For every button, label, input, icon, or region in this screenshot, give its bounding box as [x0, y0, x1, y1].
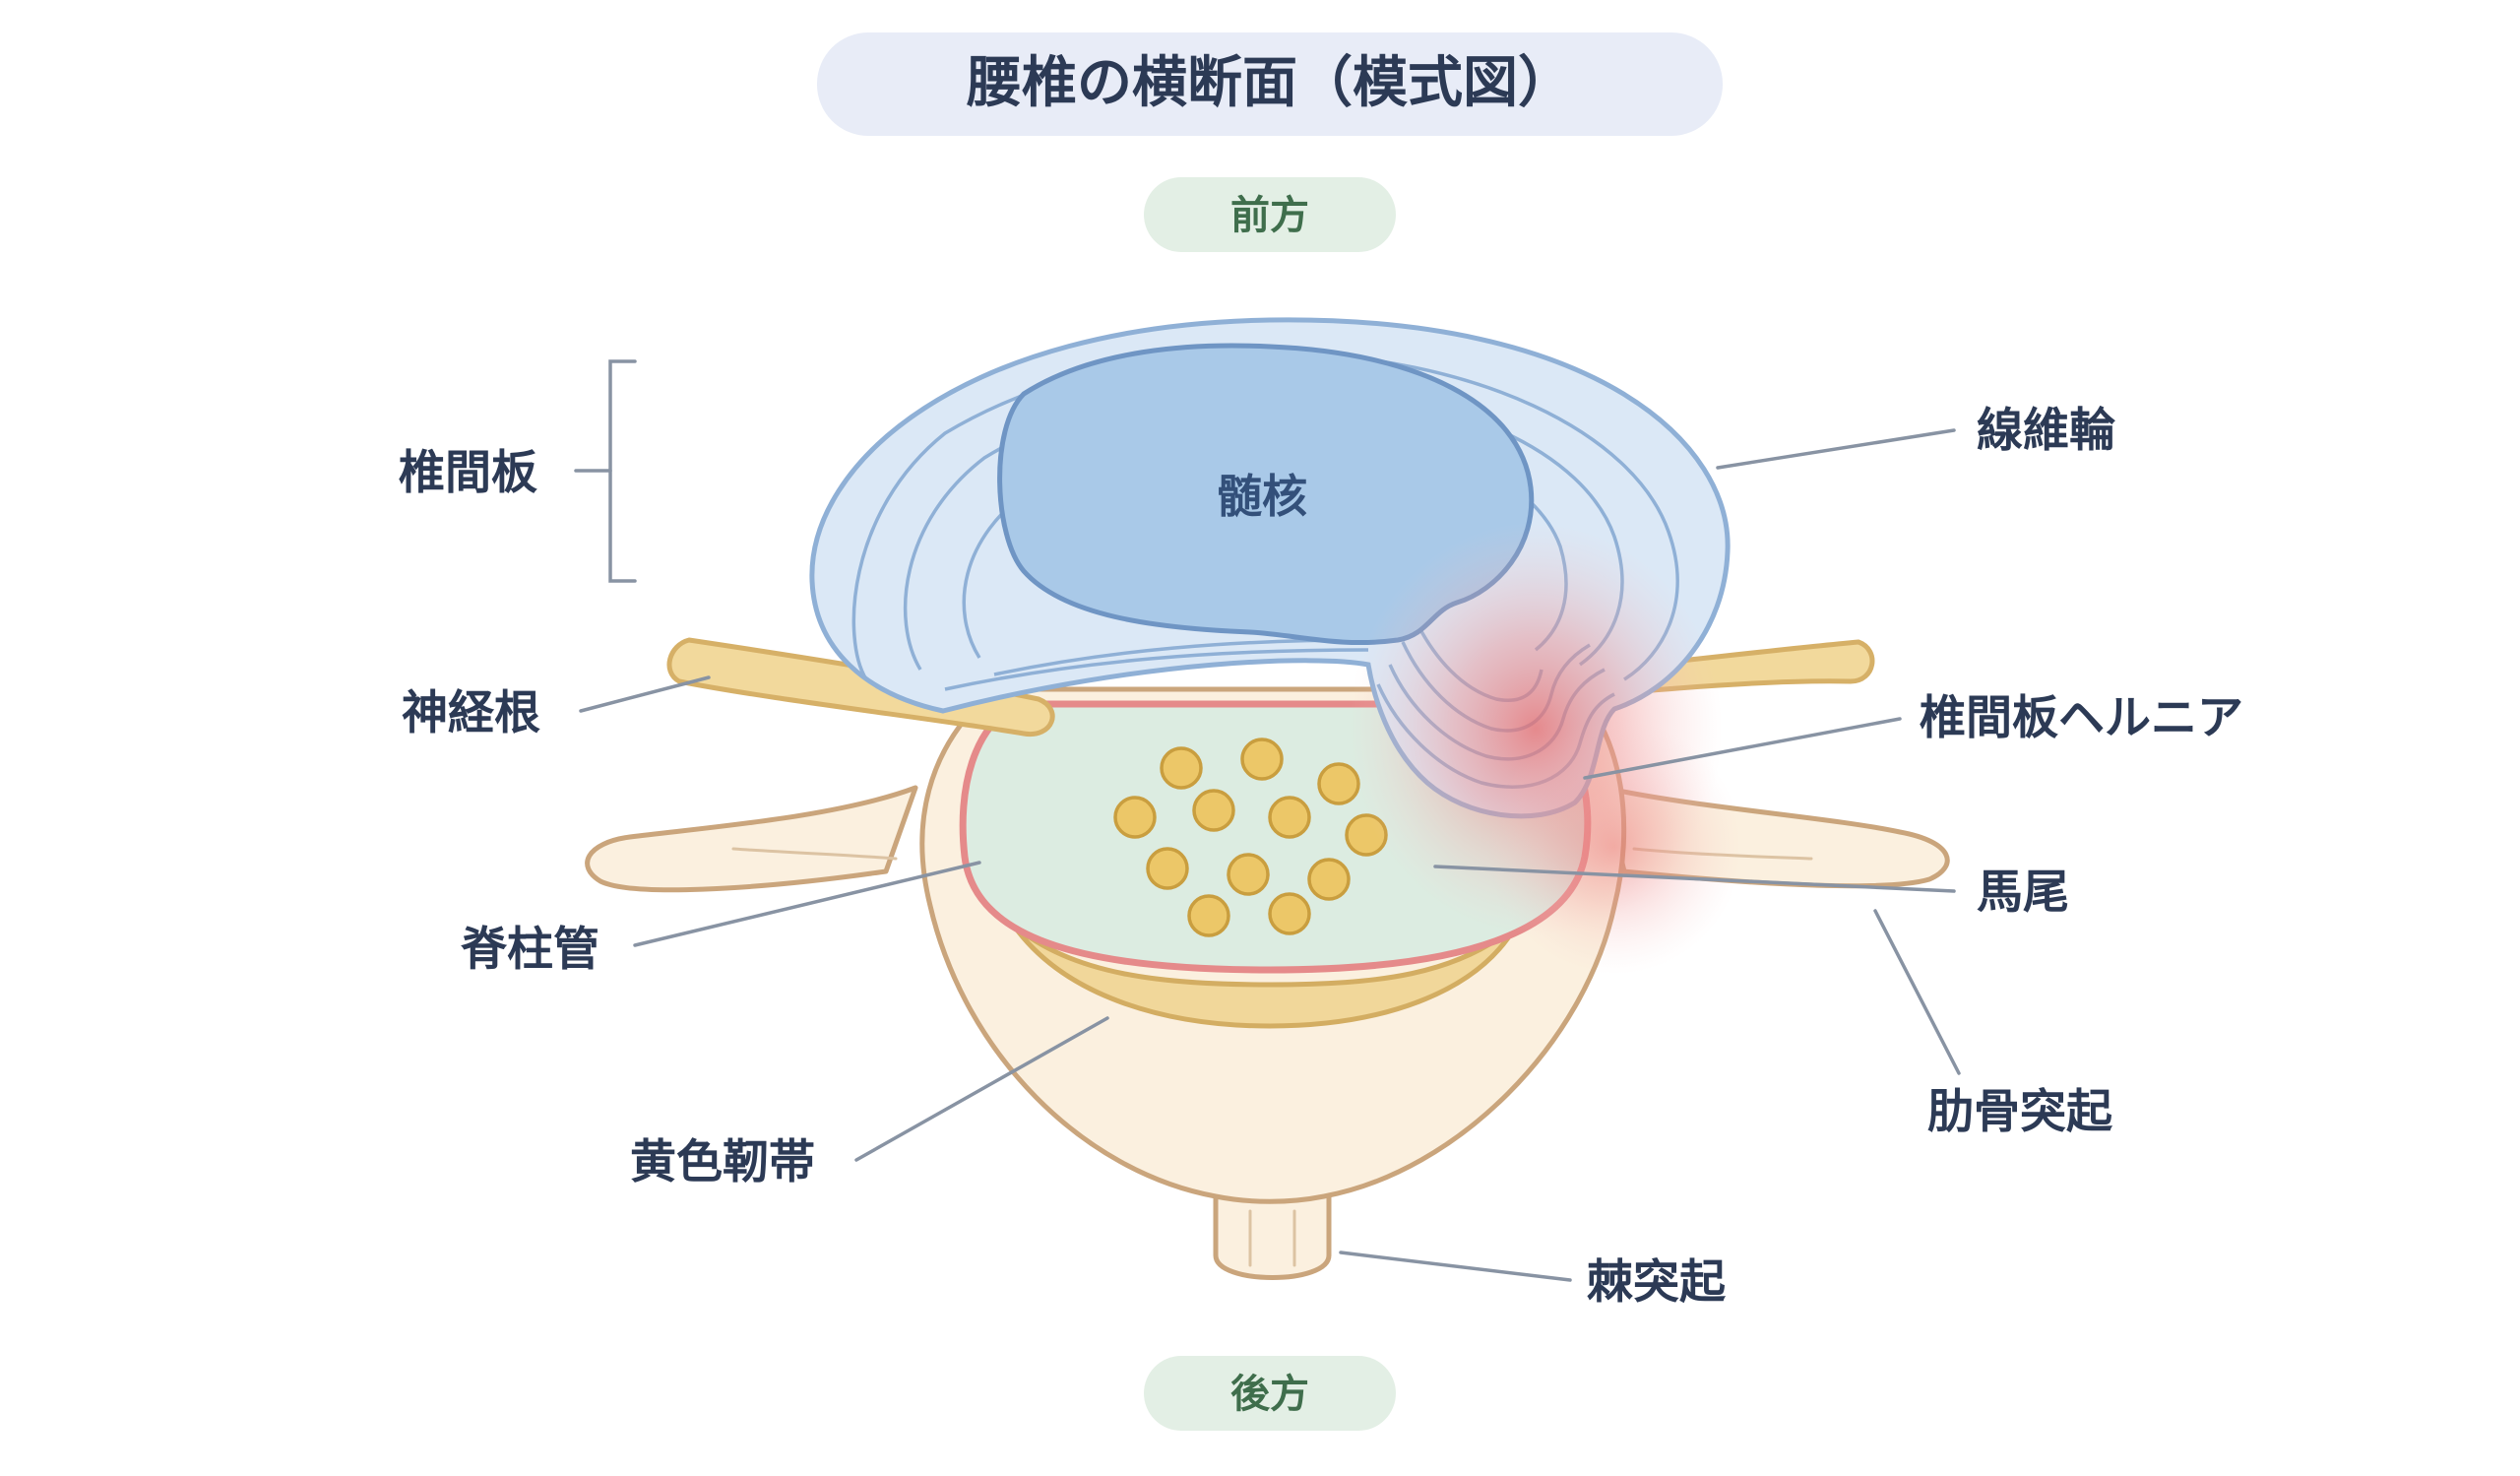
nerve-fiber — [1227, 853, 1270, 896]
nerve-fiber — [1160, 746, 1203, 790]
anterior-pill: 前方 — [1144, 177, 1396, 252]
page-title: 腰椎の横断面（模式図） — [967, 51, 1573, 115]
nerve-root-leader — [579, 675, 711, 713]
cauda-equina-leader — [1433, 865, 1956, 893]
title-pill: 腰椎の横断面（模式図） — [817, 32, 1723, 136]
nerve-fiber — [1268, 892, 1311, 935]
transverse-process-label: 肋骨突起 — [1927, 1085, 2113, 1139]
left-transverse-process — [585, 785, 918, 893]
nerve-fiber — [1113, 796, 1157, 839]
ligamentum-flavum-label: 黄色靭帯 — [630, 1135, 815, 1189]
nerve-fiber — [1268, 796, 1311, 839]
spinous-process-leader — [1339, 1251, 1572, 1282]
nerve-fiber — [1240, 738, 1284, 781]
posterior-pill: 後方 — [1144, 1356, 1396, 1431]
left-transverse-process-line — [731, 847, 898, 861]
nerve-fiber — [1187, 894, 1230, 937]
ligamentum-flavum-leader — [854, 1016, 1109, 1162]
nerve-root-label: 神経根 — [402, 686, 540, 740]
anterior-background — [1144, 177, 1396, 252]
anterior-label: 前方 — [1230, 193, 1309, 238]
spinal-canal-leader — [633, 861, 981, 947]
nucleus-pulposus-label: 髄核 — [1217, 470, 1307, 523]
annulus-lamella — [944, 648, 1369, 691]
spinal-canal-label: 脊柱管 — [461, 923, 599, 977]
annulus-fibrosus-leader — [1716, 428, 1956, 470]
cauda-equina — [1113, 738, 1388, 937]
inflammation-glow-lower — [1486, 719, 1742, 975]
intervertebral-disc-label: 椎間板 — [399, 446, 537, 500]
annulus-fibrosus-label: 線維輪 — [1977, 404, 2115, 458]
posterior-background — [1144, 1356, 1396, 1431]
transverse-process-leader — [1873, 909, 1961, 1075]
posterior-label: 後方 — [1230, 1372, 1309, 1417]
nerve-fiber — [1146, 847, 1189, 890]
spinous-process-label: 棘突起 — [1587, 1255, 1727, 1310]
disc-herniation-label: 椎間板ヘルニア — [1920, 691, 2243, 745]
cauda-equina-label: 馬尾 — [1977, 866, 2069, 920]
disc-herniation-leader — [1583, 717, 1902, 780]
title-background — [817, 32, 1723, 136]
nerve-fiber — [1192, 789, 1235, 832]
intervertebral-disc-bracket — [608, 359, 637, 583]
spinous-process — [1213, 1188, 1332, 1280]
nerve-fiber — [1307, 858, 1351, 901]
